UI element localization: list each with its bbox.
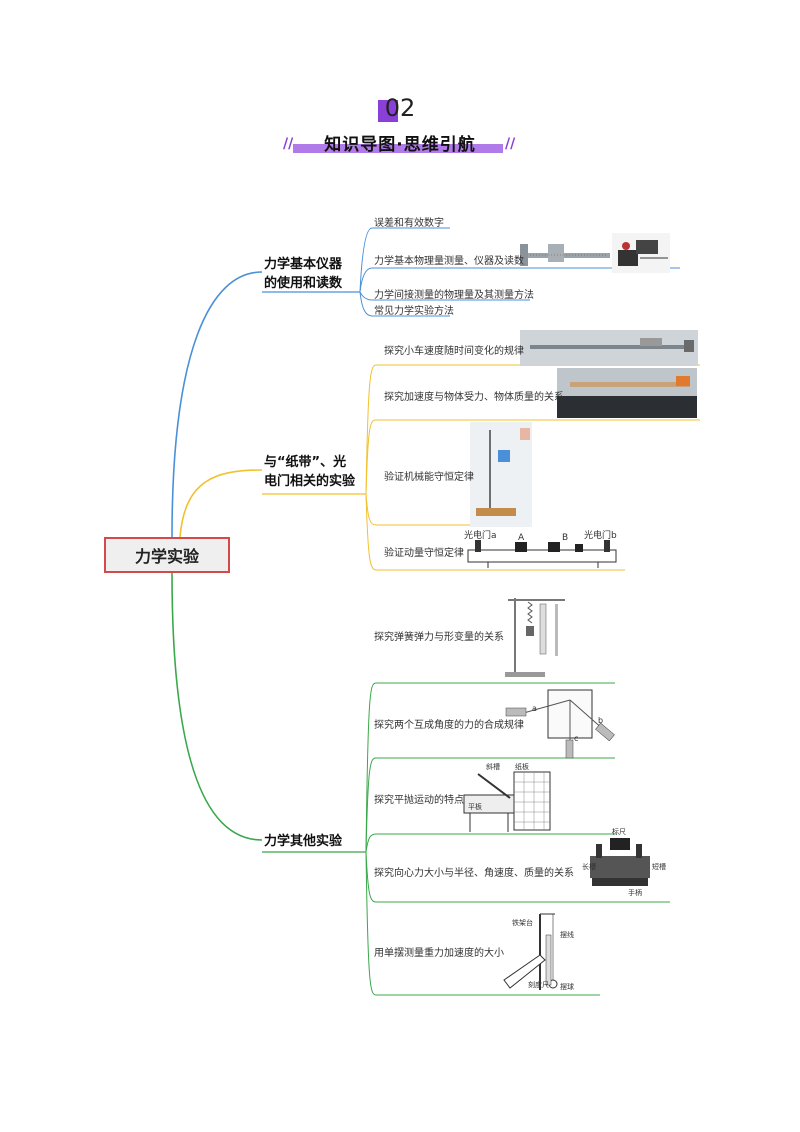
section-number-accent — [378, 100, 398, 122]
cart-track-photo-2 — [557, 368, 697, 418]
mechanical-energy-apparatus — [470, 422, 532, 527]
leaf-1-1: 误差和有效数字 — [374, 218, 444, 229]
branch-1-line-2: 的使用和读数 — [264, 276, 343, 291]
pendulum-label-3: 摆球 — [560, 983, 574, 991]
leaf-1-3: 力学间接测量的物理量及其测量方法 — [374, 290, 534, 301]
pendulum-label-2: 摆线 — [560, 931, 574, 939]
projectile-label-2: 纸板 — [515, 763, 529, 771]
section-title: 知识导图·思维引航 — [324, 135, 476, 155]
branch-3-line-1: 力学其他实验 — [264, 834, 343, 849]
connector-branch-2 — [179, 469, 263, 538]
projectile-figure — [463, 771, 551, 832]
projectile-label-3: 平板 — [468, 803, 482, 811]
leaf-2-4: 验证动量守恒定律 — [384, 548, 464, 559]
photogate-b-label: 光电门b — [584, 531, 617, 541]
branch-1-label: 力学基本仪器 的使用和读数 — [264, 255, 342, 293]
leaf-3-5: 用单摆测量重力加速度的大小 — [374, 948, 504, 959]
pendulum-label-4: 刻度尺 — [528, 981, 549, 989]
branch-3-label: 力学其他实验 — [264, 832, 342, 851]
micrometer-figure — [612, 233, 670, 273]
spring-stand-figure — [505, 598, 565, 677]
leaf-1-2: 力学基本物理量测量、仪器及读数 — [374, 256, 524, 267]
leaf-3-4: 探究向心力大小与半径、角速度、质量的关系 — [374, 868, 574, 879]
leaf-2-2: 探究加速度与物体受力、物体质量的关系 — [384, 392, 564, 403]
connector-branch-1 — [171, 271, 263, 538]
root-node: 力学实验 — [104, 537, 230, 573]
root-label: 力学实验 — [134, 547, 199, 566]
cart-b-label: B — [562, 533, 569, 543]
centripetal-label-3: 短槽 — [652, 863, 666, 871]
centripetal-label-4: 手柄 — [628, 889, 642, 897]
leaf-3-1: 探究弹簧弹力与形变量的关系 — [374, 632, 504, 643]
branch-2-line-2: 电门相关的实验 — [264, 474, 356, 489]
title-decoration-right: // — [505, 136, 516, 152]
force-a-label: a — [532, 704, 537, 713]
photogate-a-label: 光电门a — [464, 531, 497, 541]
force-c-label: c — [574, 734, 579, 743]
branch-2-label: 与“纸带”、光 电门相关的实验 — [264, 453, 355, 491]
cart-track-photo-1 — [520, 330, 698, 366]
pendulum-label-1: 铁架台 — [512, 919, 533, 927]
connector-branch-3 — [171, 572, 263, 841]
branch-2-line-1: 与“纸带”、光 — [264, 455, 347, 470]
momentum-track-figure — [467, 540, 617, 568]
force-composition-figure — [505, 689, 615, 759]
force-b-label: b — [598, 716, 604, 725]
leaf-2-1: 探究小车速度随时间变化的规律 — [384, 346, 524, 357]
branch-1-line-1: 力学基本仪器 — [264, 257, 343, 272]
vernier-caliper-figure — [520, 244, 610, 266]
leaf-3-2: 探究两个互成角度的力的合成规律 — [374, 720, 524, 731]
leaf-1-4: 常见力学实验方法 — [374, 306, 454, 317]
pendulum-figure — [503, 913, 558, 990]
projectile-label-1: 斜槽 — [486, 763, 500, 771]
leaf-2-3: 验证机械能守恒定律 — [384, 472, 474, 483]
centripetal-label-1: 标尺 — [612, 828, 626, 836]
cart-a-label: A — [518, 533, 525, 543]
centripetal-label-2: 长槽 — [582, 863, 596, 871]
leaf-3-3: 探究平抛运动的特点 — [374, 795, 464, 806]
section-number: 02 — [384, 94, 416, 122]
title-decoration-left: // — [283, 136, 294, 152]
section-title-highlight — [293, 144, 503, 153]
centripetal-force-figure — [590, 838, 650, 886]
